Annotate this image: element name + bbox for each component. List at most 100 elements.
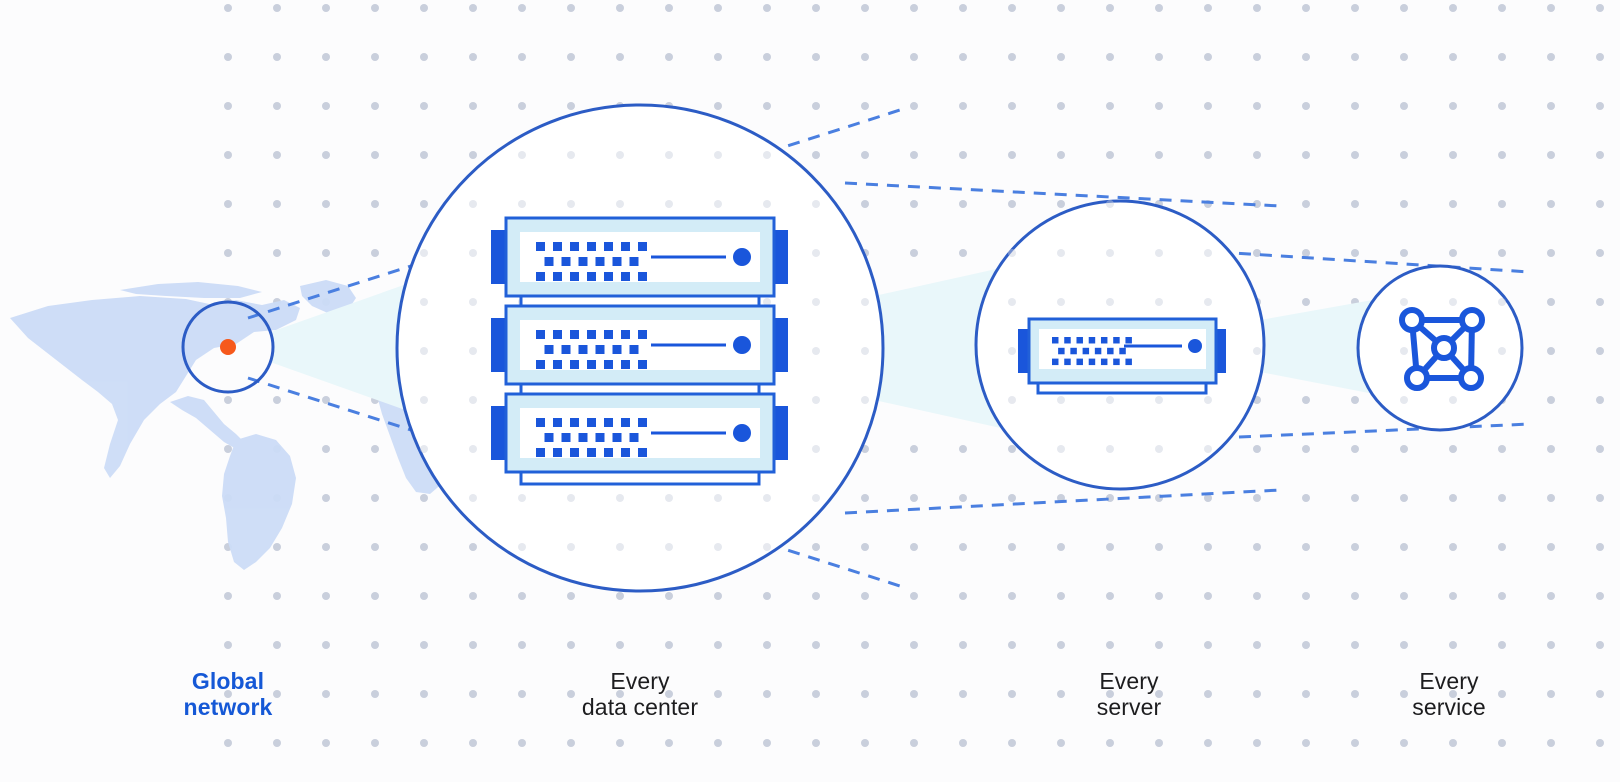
grid-dot <box>616 641 624 649</box>
matrix-led <box>536 418 545 427</box>
datacenter-rack <box>491 216 788 486</box>
grid-dot <box>469 494 477 502</box>
grid-dot <box>959 249 967 257</box>
global-network-marker <box>181 300 275 394</box>
grid-dot <box>1302 200 1310 208</box>
grid-dot <box>1547 102 1555 110</box>
grid-dot <box>518 739 526 747</box>
grid-dot <box>567 739 575 747</box>
matrix-led <box>570 360 579 369</box>
grid-dot <box>1057 739 1065 747</box>
grid-dot <box>812 298 820 306</box>
grid-dot <box>1204 298 1212 306</box>
grid-dot <box>1204 494 1212 502</box>
grid-dot <box>371 200 379 208</box>
grid-dot <box>224 4 232 12</box>
grid-dot <box>1449 690 1457 698</box>
grid-dot <box>1106 592 1114 600</box>
matrix-led <box>629 433 639 442</box>
grid-dot <box>1547 396 1555 404</box>
grid-dot <box>714 690 722 698</box>
grid-dot <box>469 151 477 159</box>
grid-dot <box>1008 445 1016 453</box>
grid-dot <box>910 739 918 747</box>
grid-dot <box>371 494 379 502</box>
grid-dot <box>1449 543 1457 551</box>
grid-dot <box>1008 690 1016 698</box>
grid-dot <box>1057 4 1065 12</box>
grid-dot <box>1596 641 1604 649</box>
grid-dot <box>567 592 575 600</box>
matrix-led <box>570 418 579 427</box>
matrix-led <box>544 433 554 442</box>
grid-dot <box>1449 396 1457 404</box>
grid-dot <box>1106 641 1114 649</box>
grid-dot <box>1106 53 1114 61</box>
matrix-led <box>561 433 571 442</box>
grid-dot <box>910 494 918 502</box>
grid-dot <box>861 4 869 12</box>
matrix-led <box>604 272 613 281</box>
matrix-led <box>595 433 605 442</box>
grid-dot <box>616 690 624 698</box>
grid-dot <box>1547 298 1555 306</box>
matrix-led <box>612 433 622 442</box>
grid-dot <box>1204 249 1212 257</box>
matrix-led <box>621 360 630 369</box>
grid-dot <box>469 249 477 257</box>
grid-dot <box>273 4 281 12</box>
grid-dot <box>861 396 869 404</box>
rack-unit-3-status-dot <box>733 424 751 442</box>
grid-dot <box>763 739 771 747</box>
grid-dot <box>224 200 232 208</box>
matrix-led <box>587 272 596 281</box>
grid-dot <box>420 494 428 502</box>
grid-dot <box>322 4 330 12</box>
grid-dot <box>959 543 967 551</box>
grid-dot <box>469 102 477 110</box>
grid-dot <box>714 543 722 551</box>
grid-dot <box>1008 494 1016 502</box>
grid-dot <box>1351 102 1359 110</box>
service-node-graph <box>1399 307 1485 391</box>
grid-dot <box>714 102 722 110</box>
rack-unit-2-dot-matrix <box>536 330 647 369</box>
grid-dot <box>322 543 330 551</box>
grid-dot <box>1596 200 1604 208</box>
dash-dc-server-top <box>844 181 1281 208</box>
matrix-led <box>1113 358 1120 366</box>
grid-dot <box>1302 249 1310 257</box>
grid-dot <box>959 4 967 12</box>
matrix-led <box>604 360 613 369</box>
grid-dot <box>371 641 379 649</box>
grid-dot <box>910 445 918 453</box>
grid-dot <box>567 543 575 551</box>
matrix-led <box>1070 347 1077 355</box>
grid-dot <box>1008 298 1016 306</box>
grid-dot <box>959 494 967 502</box>
grid-dot <box>567 151 575 159</box>
grid-dot <box>616 53 624 61</box>
grid-dot <box>1302 494 1310 502</box>
matrix-led <box>604 242 613 251</box>
grid-dot <box>420 396 428 404</box>
grid-dot <box>1253 739 1261 747</box>
matrix-led <box>621 418 630 427</box>
grid-dot <box>714 641 722 649</box>
matrix-led <box>1052 358 1059 366</box>
grid-dot <box>1351 200 1359 208</box>
matrix-led <box>629 257 639 266</box>
grid-dot <box>1498 298 1506 306</box>
grid-dot <box>322 592 330 600</box>
matrix-led <box>604 330 613 339</box>
grid-dot <box>1106 249 1114 257</box>
grid-dot <box>1302 396 1310 404</box>
grid-dot <box>567 690 575 698</box>
grid-dot <box>861 53 869 61</box>
matrix-led <box>536 448 545 457</box>
server-base-bar <box>1036 381 1208 395</box>
matrix-led <box>1100 337 1108 344</box>
grid-dot <box>1008 641 1016 649</box>
grid-dot <box>1253 347 1261 355</box>
grid-dot <box>1008 249 1016 257</box>
